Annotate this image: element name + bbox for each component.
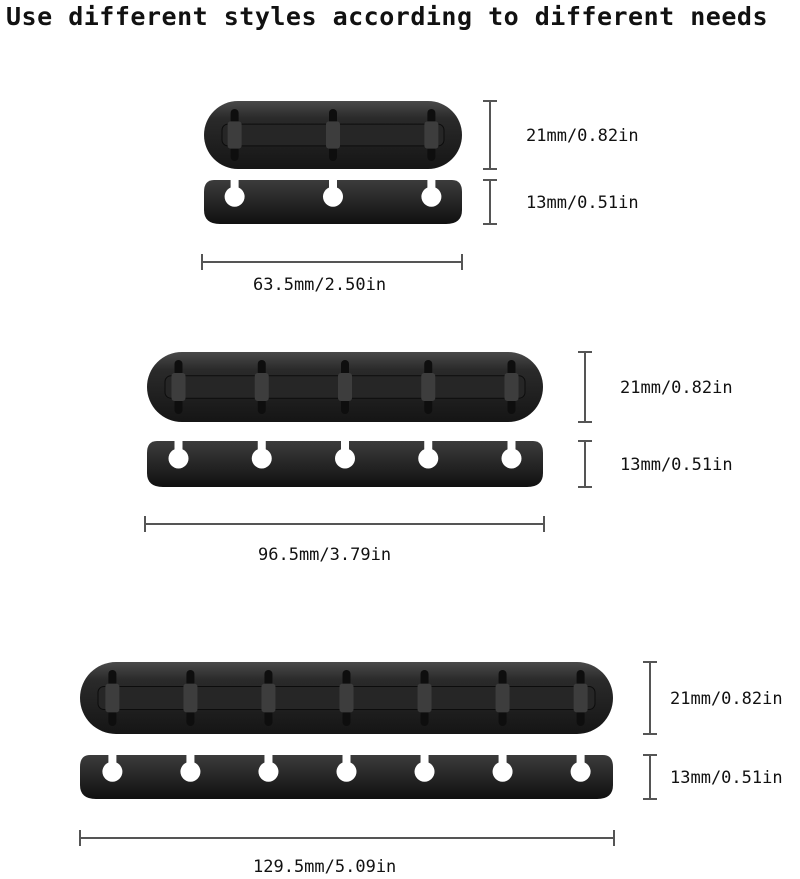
cable-hole <box>251 448 272 469</box>
cable-hole-opening <box>420 754 429 768</box>
cable-hole <box>323 186 343 207</box>
top-slot-bridge <box>338 373 352 401</box>
width-dimension <box>144 516 545 532</box>
top-slot-bridge <box>424 121 439 149</box>
top-slot-bridge <box>171 373 186 401</box>
product-group-3-slot: 21mm/0.82in 13mm/0.51in 63.5mm/2.50in <box>201 100 639 295</box>
cable-hole <box>492 761 513 782</box>
cable-hole <box>258 761 279 782</box>
top-slot-bridge <box>421 373 436 401</box>
top-slot-bridge <box>183 683 198 713</box>
side-view <box>147 440 543 487</box>
cable-hole-opening <box>341 440 349 454</box>
cable-hole-opening <box>230 179 239 193</box>
top-slot-bridge <box>227 121 242 149</box>
cable-hole-opening <box>507 440 516 454</box>
cable-hole-opening <box>264 754 273 768</box>
cable-hole <box>501 448 522 469</box>
width-dimension <box>201 254 463 270</box>
width-label: 63.5mm/2.50in <box>253 275 386 295</box>
cable-hole-opening <box>329 179 337 193</box>
height-dimension-side <box>578 440 592 488</box>
cable-hole-opening <box>424 440 433 454</box>
width-label: 96.5mm/3.79in <box>258 545 391 565</box>
cable-hole-opening <box>576 754 585 768</box>
top-view <box>147 352 543 422</box>
cable-hole-opening <box>342 754 351 768</box>
top-slot-bridge <box>573 683 588 713</box>
cable-hole-opening <box>186 754 195 768</box>
side-view <box>204 179 462 224</box>
width-dimension <box>79 830 615 846</box>
top-slot-bridge <box>261 683 276 713</box>
top-slot-bridge <box>339 683 354 713</box>
cable-hole-opening <box>174 440 183 454</box>
top-view <box>80 662 613 734</box>
top-slot-bridge <box>105 683 120 713</box>
cable-hole <box>102 761 123 782</box>
product-group-7-slot: 21mm/0.82in 13mm/0.51in 129.5mm/5.09in <box>79 661 783 877</box>
cable-hole <box>335 448 355 469</box>
product-group-5-slot: 21mm/0.82in 13mm/0.51in 96.5mm/3.79in <box>144 351 733 565</box>
width-label: 129.5mm/5.09in <box>253 857 396 877</box>
top-slot-bridge <box>495 683 510 713</box>
top-height-label: 21mm/0.82in <box>670 689 783 709</box>
cable-hole-opening <box>257 440 266 454</box>
cable-hole <box>414 761 435 782</box>
cable-hole-opening <box>427 179 436 193</box>
top-slot-bridge <box>254 373 269 401</box>
cable-hole-opening <box>498 754 507 768</box>
height-dimension-top <box>578 351 592 423</box>
height-dimension-top <box>483 100 497 170</box>
cable-hole <box>224 186 245 207</box>
cable-hole <box>570 761 591 782</box>
cable-hole <box>336 761 357 782</box>
top-slot-bridge <box>417 683 432 713</box>
height-dimension-side <box>483 179 497 225</box>
top-height-label: 21mm/0.82in <box>526 126 639 146</box>
top-slot-bridge <box>504 373 519 401</box>
height-dimension-top <box>643 661 657 735</box>
cable-hole <box>180 761 201 782</box>
side-height-label: 13mm/0.51in <box>526 193 639 213</box>
top-view <box>204 101 462 169</box>
cable-hole <box>418 448 439 469</box>
cable-hole <box>168 448 189 469</box>
cable-hole-opening <box>108 754 117 768</box>
side-view <box>80 754 613 799</box>
cable-hole <box>421 186 442 207</box>
top-height-label: 21mm/0.82in <box>620 378 733 398</box>
side-height-label: 13mm/0.51in <box>620 455 733 475</box>
page-title: Use different styles according to differ… <box>6 2 769 31</box>
height-dimension-side <box>643 754 657 800</box>
side-height-label: 13mm/0.51in <box>670 768 783 788</box>
top-slot-bridge <box>326 121 340 149</box>
